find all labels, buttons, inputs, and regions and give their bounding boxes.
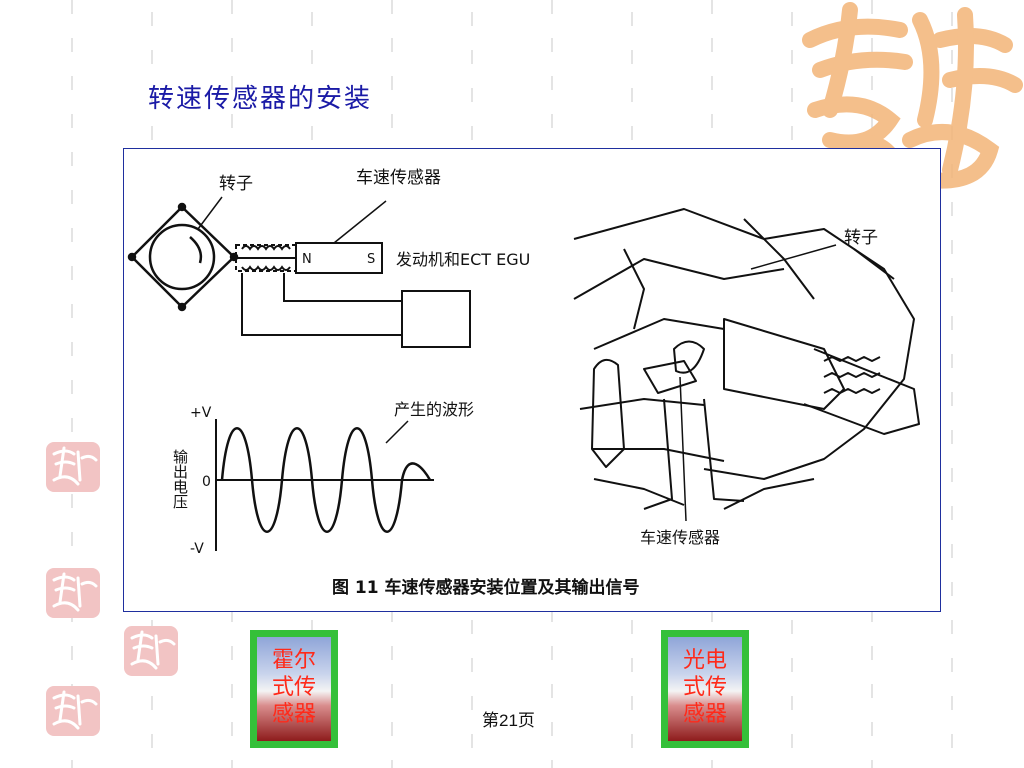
minus-v-label: -V [190, 541, 204, 557]
plus-v-label: +V [190, 405, 212, 421]
page-number: 第21页 [482, 711, 535, 730]
decorative-seal-large-icon [802, 2, 1023, 189]
rotor-right-leader-line [750, 244, 837, 270]
optical-button-line-3: 感器 [682, 702, 727, 727]
magnet-pole-n: N [302, 252, 312, 267]
sensor-right-leader-line [679, 376, 687, 522]
slide-title: 转速传感器的安装 [148, 84, 373, 114]
waveform-graph [215, 419, 434, 551]
magnet-pole-s: S [367, 252, 375, 267]
sensor-magnet [295, 242, 383, 274]
ecu-box [401, 290, 471, 348]
hall-button-line-2: 式传 [271, 675, 316, 700]
transmission-drawing [573, 208, 920, 510]
ecu-wiring [241, 273, 402, 336]
hall-button-line-3: 感器 [271, 702, 316, 727]
decorative-stamp-icon [46, 686, 100, 736]
waveform-curve [220, 427, 432, 533]
optical-button-line-1: 光电 [682, 648, 727, 673]
speed-sensor-label-top: 车速传感器 [356, 168, 441, 188]
figure-caption: 图 11 车速传感器安装位置及其输出信号 [332, 577, 640, 598]
optical-button-line-2: 式传 [682, 675, 727, 700]
rotor-leader-line [197, 196, 223, 230]
sensor-leader-line [333, 200, 387, 244]
rotor-label-right: 转子 [844, 228, 878, 248]
decorative-stamp-icon [46, 442, 100, 492]
y-axis-label: 输出电压 [171, 449, 189, 509]
waveform-leader-line [385, 420, 409, 444]
speed-sensor-label-bottom: 车速传感器 [640, 528, 720, 547]
hall-button-line-1: 霍尔 [271, 648, 316, 673]
rotor-diagram [127, 202, 239, 312]
decorative-stamp-icon [124, 626, 178, 676]
decorative-stamp-icon [46, 568, 100, 618]
zero-label: 0 [202, 474, 211, 490]
figure-drawing: 转子 N S 车速传感器 发动机和ECT EGU +V 0 -V 输出电压 [127, 168, 920, 598]
waveform-label: 产生的波形 [394, 400, 474, 419]
hall-sensor-button[interactable]: 霍尔 式传 感器 [250, 630, 338, 748]
ecu-label: 发动机和ECT EGU [396, 250, 530, 269]
rotor-label-left: 转子 [219, 174, 253, 194]
sensor-coil [234, 244, 297, 272]
optical-sensor-button[interactable]: 光电 式传 感器 [661, 630, 749, 748]
sensor-installation-figure: 转子 N S 车速传感器 发动机和ECT EGU +V 0 -V 输出电压 [123, 148, 941, 612]
